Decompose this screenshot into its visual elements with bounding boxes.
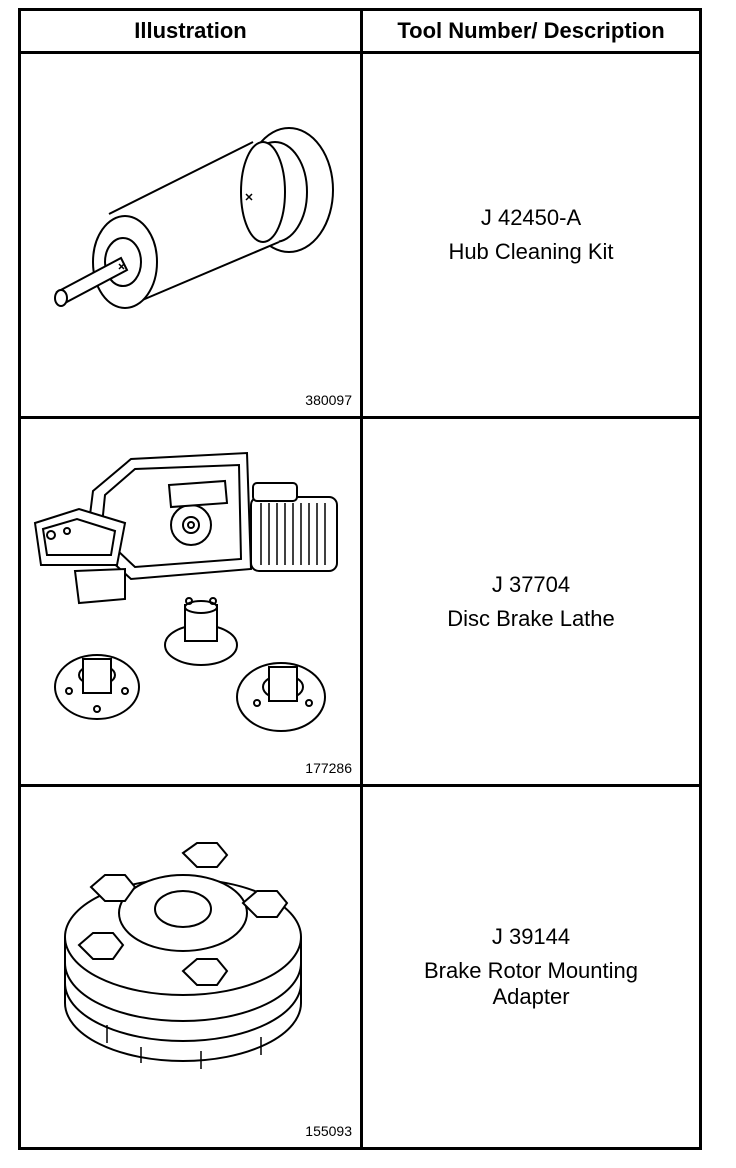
- figure-number: 155093: [305, 1123, 352, 1139]
- tool-number: J 37704: [491, 571, 571, 597]
- description-cell: J 42450-A Hub Cleaning Kit: [363, 54, 699, 416]
- tool-description: Brake Rotor Mounting Adapter: [424, 958, 638, 1009]
- tool-number: J 42450-A: [480, 205, 582, 230]
- header-illustration: Illustration: [134, 18, 247, 43]
- disc-brake-lathe-illustration: [21, 419, 360, 784]
- illustration-cell: 177286: [21, 419, 360, 784]
- column-divider: [360, 11, 363, 1147]
- description-cell: J 39144 Brake Rotor Mounting Adapter: [363, 787, 699, 1147]
- tool-table: Illustration Tool Number/ Description 38…: [18, 8, 702, 1150]
- header-divider: [21, 51, 699, 54]
- figure-number: 380097: [305, 392, 352, 408]
- tool-number: J 39144: [491, 924, 571, 949]
- header-description: Tool Number/ Description: [397, 18, 665, 43]
- brake-rotor-mounting-adapter-illustration: [21, 787, 360, 1147]
- illustration-cell: 155093: [21, 787, 360, 1147]
- row-divider: [21, 784, 699, 787]
- tool-description: Disc Brake Lathe: [447, 605, 615, 631]
- row-divider: [21, 416, 699, 419]
- hub-cleaning-kit-illustration: [21, 54, 360, 416]
- figure-number: 177286: [305, 760, 352, 776]
- description-cell: J 37704 Disc Brake Lathe: [363, 419, 699, 784]
- illustration-cell: 380097: [21, 54, 360, 416]
- tool-description: Hub Cleaning Kit: [448, 239, 614, 264]
